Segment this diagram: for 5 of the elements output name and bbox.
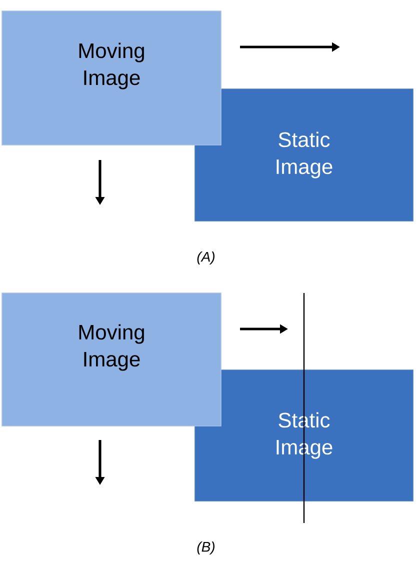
- panel-label: (A): [197, 251, 214, 265]
- static-image-box: Static Image: [194, 88, 414, 222]
- moving-image-box: Moving Image: [2, 292, 222, 426]
- panel-label: (B): [197, 541, 214, 555]
- moving-image-box: Moving Image: [2, 10, 222, 146]
